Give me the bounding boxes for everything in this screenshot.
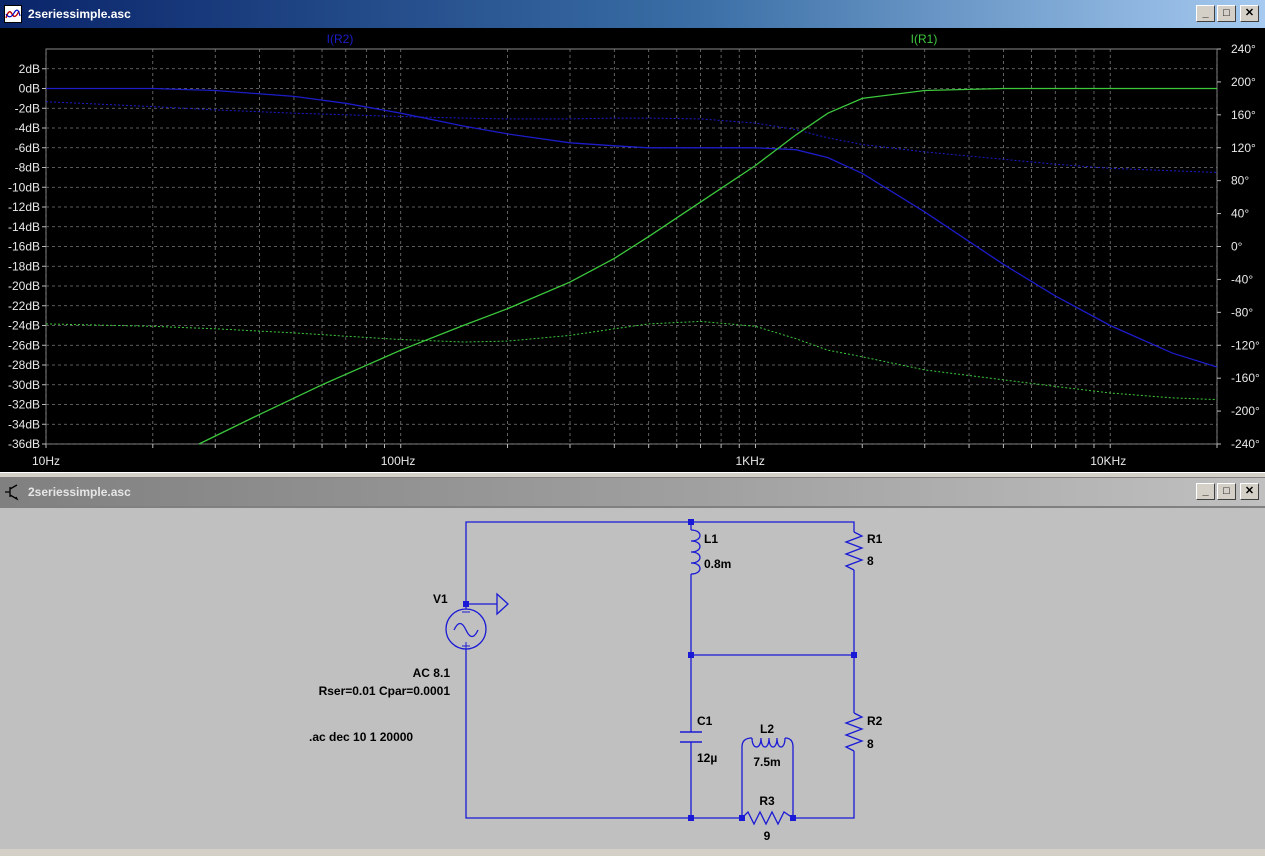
y-left-tick-label: -34dB bbox=[8, 417, 40, 431]
close-button[interactable]: ✕ bbox=[1240, 5, 1259, 22]
y-right-tick-label: 240° bbox=[1231, 42, 1256, 56]
ground-arrow-icon bbox=[466, 592, 509, 616]
v1-ref-label[interactable]: V1 bbox=[433, 592, 448, 606]
resistor-r2[interactable] bbox=[844, 712, 864, 752]
y-right-tick-label: 200° bbox=[1231, 75, 1256, 89]
voltage-source-v1[interactable] bbox=[445, 604, 487, 653]
schematic-window-title: 2seriessimple.asc bbox=[28, 485, 131, 499]
capacitor-c1[interactable] bbox=[680, 731, 702, 743]
y-right-tick-label: -200° bbox=[1231, 404, 1260, 418]
junction-dot bbox=[688, 519, 694, 525]
waveform-app-icon bbox=[4, 5, 22, 23]
v1-value-label[interactable]: AC 8.1 bbox=[413, 666, 451, 680]
junction-dot bbox=[790, 815, 796, 821]
resistor-r3[interactable] bbox=[741, 810, 794, 826]
y-left-tick-label: -2dB bbox=[15, 101, 40, 115]
series-0-phase-trace[interactable] bbox=[45, 101, 1218, 173]
x-tick-label: 10Hz bbox=[32, 454, 60, 468]
minimize-button[interactable]: _ bbox=[1196, 483, 1215, 500]
l1-ref-label[interactable]: L1 bbox=[704, 532, 718, 546]
junction-dots bbox=[463, 519, 857, 821]
r2-value-label[interactable]: 8 bbox=[867, 737, 874, 751]
minimize-button[interactable]: _ bbox=[1196, 5, 1215, 22]
plot-window-title: 2seriessimple.asc bbox=[28, 7, 131, 21]
y-left-tick-label: -4dB bbox=[15, 121, 40, 135]
junction-dot bbox=[739, 815, 745, 821]
y-left-tick-label: -18dB bbox=[8, 259, 40, 273]
y-left-tick-label: -14dB bbox=[8, 220, 40, 234]
maximize-button[interactable]: □ bbox=[1217, 483, 1236, 500]
junction-dot bbox=[851, 652, 857, 658]
schematic-editor-pane[interactable]: V1 AC 8.1 Rser=0.01 Cpar=0.0001 L1 0.8m … bbox=[0, 506, 1265, 849]
schematic-app-icon bbox=[5, 484, 19, 501]
y-right-tick-label: 40° bbox=[1231, 207, 1249, 221]
wire[interactable] bbox=[741, 737, 794, 748]
y-right-tick-label: -240° bbox=[1231, 437, 1260, 451]
y-left-tick-label: -6dB bbox=[15, 141, 40, 155]
y-right-tick-label: 160° bbox=[1231, 108, 1256, 122]
spice-directive[interactable]: .ac dec 10 1 20000 bbox=[309, 730, 413, 744]
c1-ref-label[interactable]: C1 bbox=[697, 714, 713, 728]
wire[interactable] bbox=[465, 653, 742, 819]
wire[interactable] bbox=[793, 751, 855, 819]
y-left-tick-label: -12dB bbox=[8, 200, 40, 214]
y-left-tick-label: -20dB bbox=[8, 279, 40, 293]
y-left-tick-label: -24dB bbox=[8, 319, 40, 333]
series-0-magnitude-trace[interactable] bbox=[46, 87, 1218, 368]
r3-ref-label[interactable]: R3 bbox=[759, 794, 775, 808]
r1-ref-label[interactable]: R1 bbox=[867, 532, 883, 546]
junction-dot bbox=[688, 815, 694, 821]
y-right-tick-label: 80° bbox=[1231, 174, 1249, 188]
junction-dot bbox=[463, 601, 469, 607]
schematic-window-titlebar[interactable]: 2seriessimple.asc _ □ ✕ bbox=[0, 478, 1265, 506]
r2-ref-label[interactable]: R2 bbox=[867, 714, 883, 728]
y-left-tick-label: -28dB bbox=[8, 358, 40, 372]
y-left-tick-label: 0dB bbox=[19, 82, 40, 96]
wire[interactable] bbox=[465, 521, 855, 604]
inductor-l2[interactable] bbox=[751, 737, 786, 748]
y-left-tick-label: -22dB bbox=[8, 299, 40, 313]
y-left-tick-label: 2dB bbox=[19, 62, 40, 76]
x-tick-label: 100Hz bbox=[381, 454, 416, 468]
y-right-tick-label: -160° bbox=[1231, 371, 1260, 385]
pane-splitter[interactable] bbox=[0, 472, 1265, 478]
y-left-tick-label: -8dB bbox=[15, 161, 40, 175]
junction-dot bbox=[688, 652, 694, 658]
y-left-tick-label: -26dB bbox=[8, 338, 40, 352]
l2-value-label[interactable]: 7.5m bbox=[753, 755, 780, 769]
y-right-tick-label: -80° bbox=[1231, 305, 1253, 319]
series-1-phase-trace[interactable] bbox=[45, 320, 1218, 401]
plot-window-titlebar[interactable]: 2seriessimple.asc _ □ ✕ bbox=[0, 0, 1265, 28]
y-left-tick-label: -10dB bbox=[8, 180, 40, 194]
series-0-legend-label[interactable]: I(R2) bbox=[327, 32, 354, 46]
y-right-tick-label: 0° bbox=[1231, 240, 1243, 254]
y-left-tick-label: -36dB bbox=[8, 437, 40, 451]
schematic-window-controls: _ □ ✕ bbox=[1196, 483, 1259, 500]
plot-window-controls: _ □ ✕ bbox=[1196, 5, 1259, 22]
v1-params-label[interactable]: Rser=0.01 Cpar=0.0001 bbox=[319, 684, 451, 698]
series-1-legend-label[interactable]: I(R1) bbox=[911, 32, 938, 46]
y-right-tick-label: -40° bbox=[1231, 272, 1253, 286]
maximize-button[interactable]: □ bbox=[1217, 5, 1236, 22]
r1-value-label[interactable]: 8 bbox=[867, 554, 874, 568]
y-left-tick-label: -30dB bbox=[8, 378, 40, 392]
inductor-l1[interactable] bbox=[690, 529, 701, 575]
y-right-tick-label: -120° bbox=[1231, 338, 1260, 352]
bode-plot[interactable]: 2dB 0dB -2dB -4dB -6dB -8dB -10dB -12dB -14dB -16… bbox=[0, 28, 1265, 472]
y-right-tick-label: 120° bbox=[1231, 141, 1256, 155]
r3-value-label[interactable]: 9 bbox=[764, 829, 771, 843]
c1-value-label[interactable]: 12µ bbox=[697, 751, 717, 765]
resistor-r1[interactable] bbox=[844, 531, 864, 571]
series-1-magnitude-trace[interactable] bbox=[198, 87, 1217, 445]
x-tick-label: 1KHz bbox=[735, 454, 764, 468]
waveform-plot-pane[interactable]: 2dB 0dB -2dB -4dB -6dB -8dB -10dB -12dB -14dB -16… bbox=[0, 28, 1265, 472]
y-left-tick-label: -16dB bbox=[8, 240, 40, 254]
schematic-canvas[interactable]: V1 AC 8.1 Rser=0.01 Cpar=0.0001 L1 0.8m … bbox=[0, 508, 1265, 851]
x-tick-label: 10KHz bbox=[1090, 454, 1126, 468]
l2-ref-label[interactable]: L2 bbox=[760, 722, 774, 736]
wire[interactable] bbox=[741, 747, 794, 818]
y-left-tick-label: -32dB bbox=[8, 398, 40, 412]
l1-value-label[interactable]: 0.8m bbox=[704, 557, 731, 571]
close-button[interactable]: ✕ bbox=[1240, 483, 1259, 500]
